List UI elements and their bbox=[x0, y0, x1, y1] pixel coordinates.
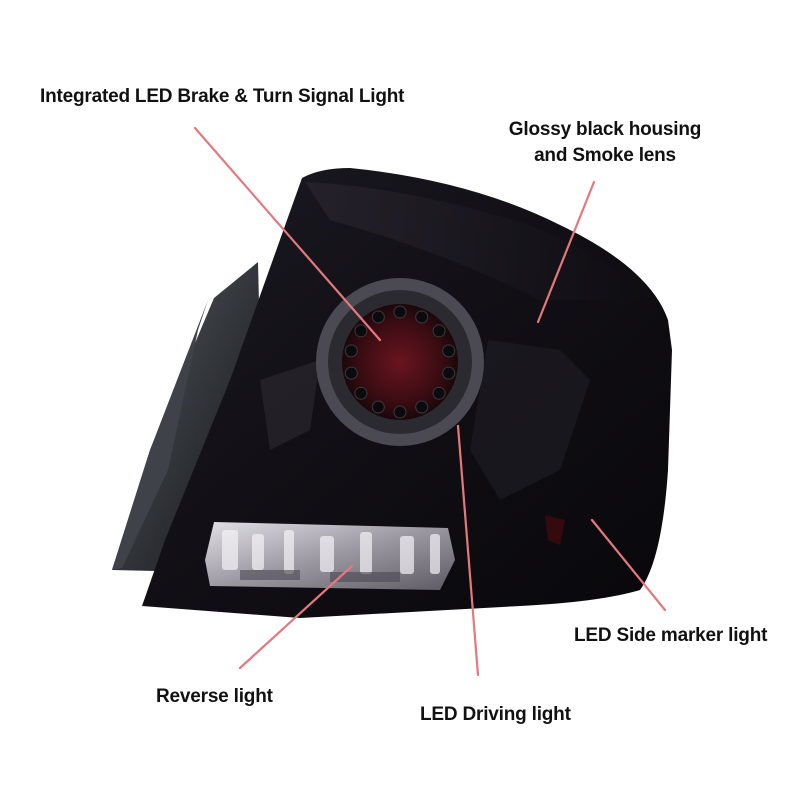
led-dot bbox=[415, 400, 429, 414]
callout-housing-line-2: and Smoke lens bbox=[534, 145, 676, 166]
callout-brake-turn-signal: Integrated LED Brake & Turn Signal Light bbox=[40, 86, 405, 107]
led-dot bbox=[393, 305, 407, 319]
led-dot bbox=[344, 344, 358, 358]
callout-housing-lens: Glossy black housing and Smoke lens bbox=[505, 117, 705, 169]
callout-reverse-light: Reverse light bbox=[156, 686, 273, 707]
led-dots bbox=[344, 305, 456, 419]
callout-side-marker: LED Side marker light bbox=[574, 625, 768, 646]
callout-housing-line-1: Glossy black housing bbox=[508, 119, 702, 140]
side-marker-glow bbox=[545, 515, 565, 545]
led-dot bbox=[432, 324, 446, 338]
leader-line-reverse bbox=[238, 564, 354, 670]
leader-line-brake-turn bbox=[193, 126, 382, 342]
led-dot bbox=[371, 310, 385, 324]
reverse-light-facets bbox=[222, 530, 440, 574]
led-dot bbox=[344, 366, 358, 380]
led-dot bbox=[354, 324, 368, 338]
led-dot bbox=[371, 400, 385, 414]
housing-facet bbox=[470, 340, 590, 500]
reverse-light-shadows bbox=[240, 570, 400, 582]
led-dot bbox=[442, 366, 456, 380]
housing-sheen bbox=[305, 182, 648, 300]
housing-facet bbox=[260, 360, 320, 450]
leader-line-housing bbox=[536, 180, 596, 324]
leader-line-driving bbox=[456, 424, 480, 677]
mounting-shell-edge bbox=[112, 300, 208, 570]
led-dot bbox=[393, 405, 407, 419]
leader-line-side-marker bbox=[590, 518, 667, 612]
callout-driving-light: LED Driving light bbox=[420, 704, 571, 725]
led-dot bbox=[415, 310, 429, 324]
led-dot bbox=[432, 386, 446, 400]
led-dot bbox=[442, 344, 456, 358]
led-dot bbox=[354, 386, 368, 400]
